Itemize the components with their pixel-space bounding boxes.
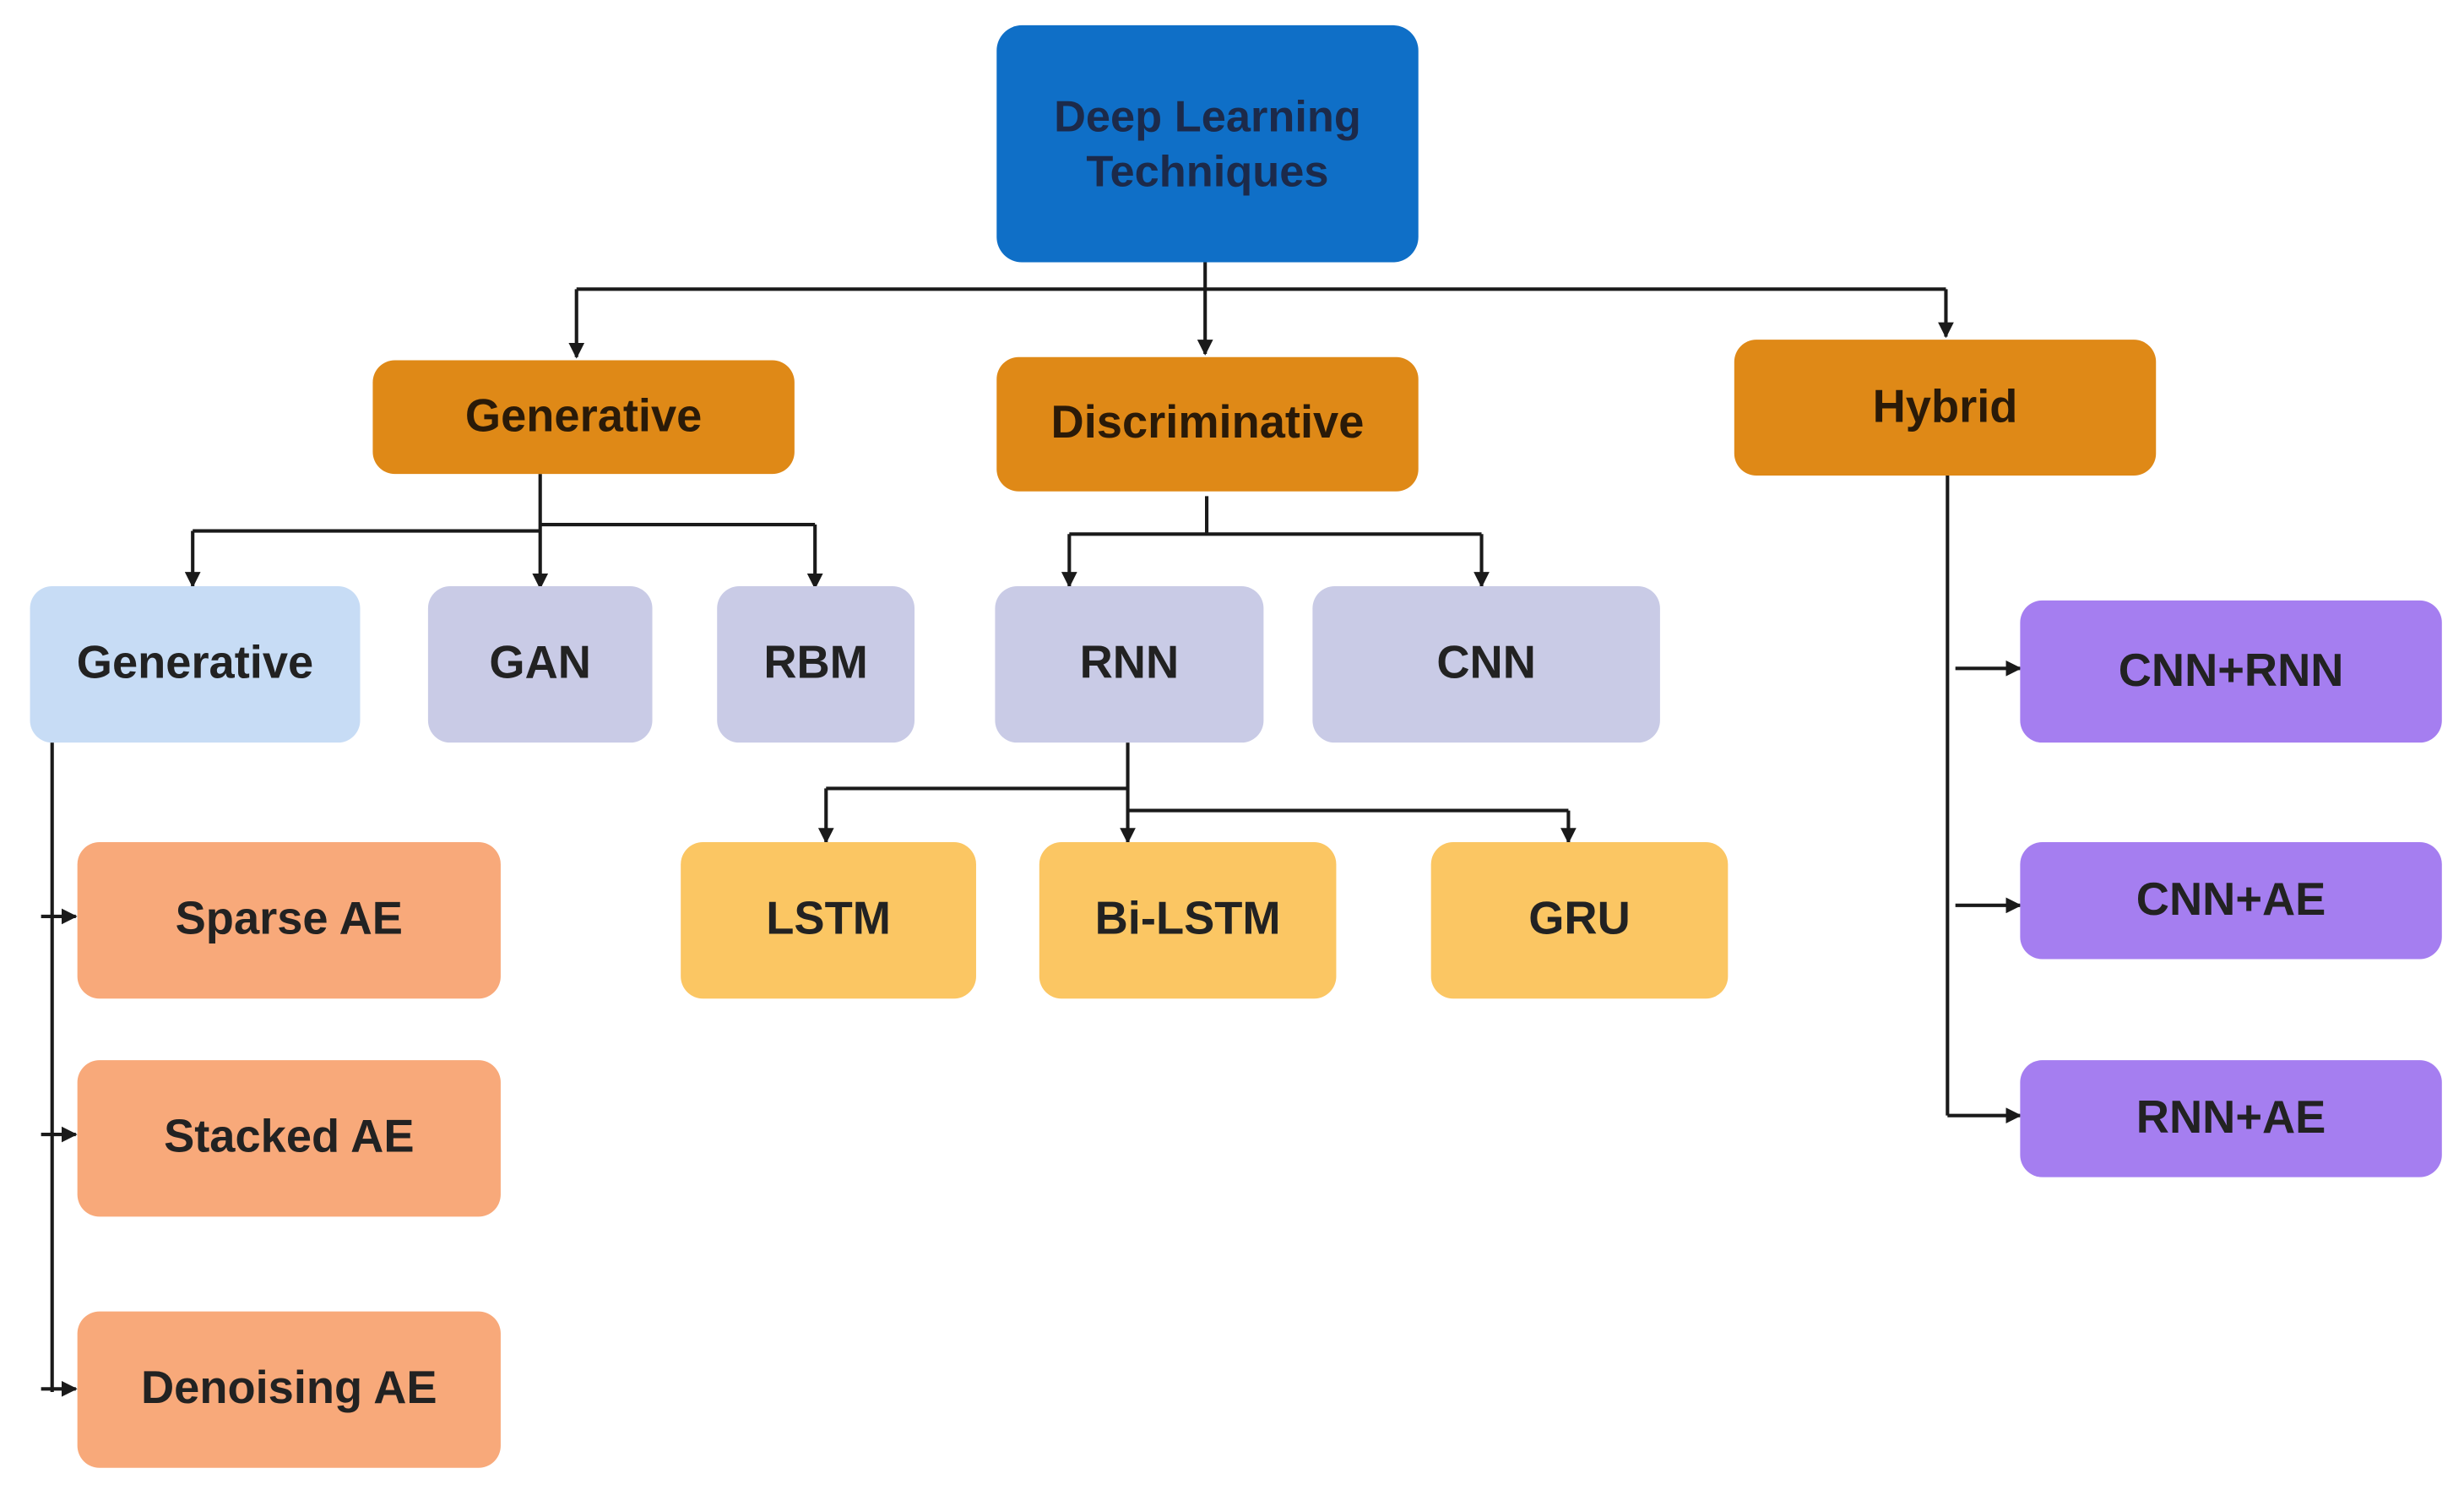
category-discriminative-label: Discriminative	[1050, 399, 1365, 449]
autoencoder-sparse: Sparse AE	[77, 842, 501, 999]
model-rnn-label: RNN	[1079, 639, 1180, 690]
rnn-variant-lstm: LSTM	[681, 842, 976, 999]
autoencoder-denoising: Denoising AE	[77, 1311, 501, 1468]
hybrid-cnn-rnn: CNN+RNN	[2020, 600, 2442, 743]
model-gan-label: GAN	[489, 639, 591, 690]
root-node: Deep Learning Techniques	[996, 24, 1419, 263]
autoencoder-stacked: Stacked AE	[77, 1060, 501, 1217]
hybrid-cnn-rnn-label: CNN+RNN	[2118, 645, 2344, 697]
rnn-variant-bi-lstm-label: Bi-LSTM	[1094, 895, 1281, 946]
hybrid-rnn-ae: RNN+AE	[2020, 1060, 2442, 1177]
category-generative-label: Generative	[464, 391, 703, 443]
model-cnn-label: CNN	[1436, 639, 1536, 690]
rnn-variant-gru: GRU	[1430, 842, 1729, 999]
autoencoder-stacked-label: Stacked AE	[164, 1112, 415, 1164]
category-generative: Generative	[372, 360, 795, 475]
autoencoder-sparse-label: Sparse AE	[175, 895, 403, 946]
category-hybrid: Hybrid	[1734, 340, 2157, 476]
hybrid-cnn-ae-label: CNN+AE	[2136, 875, 2326, 926]
autoencoder-denoising-label: Denoising AE	[140, 1364, 437, 1415]
rnn-variant-bi-lstm: Bi-LSTM	[1039, 842, 1337, 999]
model-rbm: RBM	[717, 585, 915, 743]
model-generative-label: Generative	[76, 639, 314, 690]
model-gan: GAN	[427, 585, 653, 743]
rnn-variant-lstm-label: LSTM	[766, 895, 891, 946]
root-label: Deep Learning Techniques	[1054, 91, 1361, 196]
model-rbm-label: RBM	[763, 639, 868, 690]
category-hybrid-label: Hybrid	[1872, 382, 2018, 433]
model-generative: Generative	[30, 585, 361, 743]
hybrid-rnn-ae-label: RNN+AE	[2136, 1093, 2326, 1145]
rnn-variant-gru-label: GRU	[1528, 895, 1631, 946]
model-rnn: RNN	[995, 585, 1264, 743]
category-discriminative: Discriminative	[996, 356, 1419, 492]
model-cnn: CNN	[1312, 585, 1660, 743]
hybrid-cnn-ae: CNN+AE	[2020, 842, 2442, 960]
